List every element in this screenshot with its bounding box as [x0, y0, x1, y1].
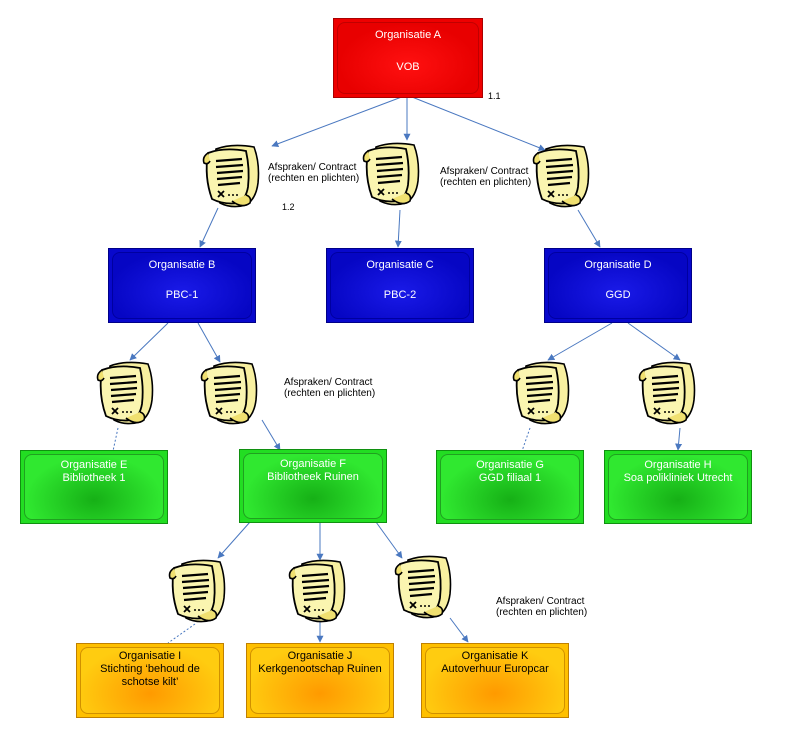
node-i-subtitle-2: schotse kilt’: [121, 676, 179, 688]
node-a-subtitle: VOB: [396, 61, 420, 73]
contract-scroll-icon: [362, 142, 420, 206]
contract-scroll-icon: [394, 555, 452, 619]
contract-scroll-icon: [532, 144, 590, 208]
node-organisatie-h: Organisatie H Soa polikliniek Utrecht: [604, 450, 752, 524]
node-i-subtitle: Stichting ‘behoud de: [100, 663, 200, 675]
node-organisatie-a: Organisatie A VOB: [333, 18, 483, 98]
node-c-title: Organisatie C: [366, 259, 434, 271]
node-organisatie-g: Organisatie G GGD filiaal 1: [436, 450, 584, 524]
contract-scroll-icon: [638, 361, 696, 425]
node-organisatie-k: Organisatie K Autoverhuur Europcar: [421, 643, 569, 718]
node-d-subtitle: GGD: [605, 289, 631, 301]
node-f-subtitle: Bibliotheek Ruinen: [267, 471, 359, 483]
edge-doc3-d: [577, 209, 601, 248]
node-organisatie-j: Organisatie J Kerkgenootschap Ruinen: [246, 643, 394, 718]
node-h-title: Organisatie H: [644, 459, 712, 471]
node-e-title: Organisatie E: [60, 459, 128, 471]
edge-b-doc4: [129, 322, 169, 361]
node-k-title: Organisatie K: [461, 650, 529, 662]
contract-label-1-line1: Afspraken/ Contract: [268, 162, 357, 173]
edge-doc10-k: [449, 617, 469, 643]
node-k-subtitle: Autoverhuur Europcar: [441, 663, 549, 675]
contract-label-4: Afspraken/ Contract (rechten en plichten…: [496, 596, 587, 618]
node-e-subtitle: Bibliotheek 1: [62, 472, 126, 484]
contract-label-3-line2: (rechten en plichten): [284, 388, 376, 399]
edge-doc7-h: [675, 427, 683, 451]
edge-d-doc7: [627, 322, 681, 361]
contract-label-3: Afspraken/ Contract (rechten en plichten…: [284, 377, 375, 399]
contract-scroll-icon: [200, 361, 258, 425]
node-g-subtitle: GGD filiaal 1: [478, 472, 542, 484]
node-h-subtitle: Soa polikliniek Utrecht: [623, 472, 733, 484]
node-organisatie-f: Organisatie F Bibliotheek Ruinen: [239, 449, 387, 523]
node-a-title: Organisatie A: [374, 29, 442, 41]
contract-scroll-icon: [288, 559, 346, 623]
node-d-title: Organisatie D: [584, 259, 652, 271]
contract-scroll-icon: [512, 361, 570, 425]
node-j-title: Organisatie J: [287, 650, 353, 662]
contract-label-4-line1: Afspraken/ Contract: [496, 596, 585, 607]
contract-scroll-icon: [202, 144, 260, 208]
contract-label-4-line2: (rechten en plichten): [496, 607, 588, 618]
contract-label-2-line2: (rechten en plichten): [440, 177, 532, 188]
contract-label-1: Afspraken/ Contract (rechten en plichten…: [268, 162, 359, 184]
edge-doc2-c: [394, 209, 402, 248]
edge-d-doc6: [547, 322, 613, 361]
contract-label-2: Afspraken/ Contract (rechten en plichten…: [440, 166, 531, 188]
node-b-subtitle: PBC-1: [165, 289, 199, 301]
node-organisatie-d: Organisatie D GGD: [544, 248, 692, 323]
contract-label-1-line2: (rechten en plichten): [268, 173, 360, 184]
edge-doc8-i: [167, 623, 196, 644]
node-organisatie-e: Organisatie E Bibliotheek 1: [20, 450, 168, 524]
node-i-title: Organisatie I: [118, 650, 182, 662]
contract-label-2-line1: Afspraken/ Contract: [440, 166, 529, 177]
edge-a-b: [271, 94, 408, 148]
node-f-title: Organisatie F: [279, 458, 347, 470]
edge-doc1-b: [199, 207, 219, 248]
node-organisatie-b: Organisatie B PBC-1: [108, 248, 256, 323]
edge-f-doc8: [217, 521, 251, 559]
edge-a-d: [406, 94, 546, 151]
edge-b-doc5: [197, 322, 221, 363]
node-j-subtitle: Kerkgenootschap Ruinen: [258, 663, 382, 675]
node-b-title: Organisatie B: [148, 259, 216, 271]
edge-doc6-g: [521, 427, 531, 452]
contract-scroll-icon: [168, 559, 226, 623]
edge-f-doc10: [375, 521, 403, 559]
node-organisatie-i: Organisatie I Stichting ‘behoud de schot…: [76, 643, 224, 718]
number-label-1-2: 1.2: [282, 202, 295, 212]
edge-doc5-f: [261, 419, 281, 451]
node-organisatie-c: Organisatie C PBC-2: [326, 248, 474, 323]
node-g-title: Organisatie G: [476, 459, 544, 471]
node-c-subtitle: PBC-2: [383, 289, 417, 301]
number-label-1-1: 1.1: [488, 91, 501, 101]
contract-label-3-line1: Afspraken/ Contract: [284, 377, 373, 388]
edge-doc4-e: [112, 427, 119, 452]
contract-scroll-icon: [96, 361, 154, 425]
